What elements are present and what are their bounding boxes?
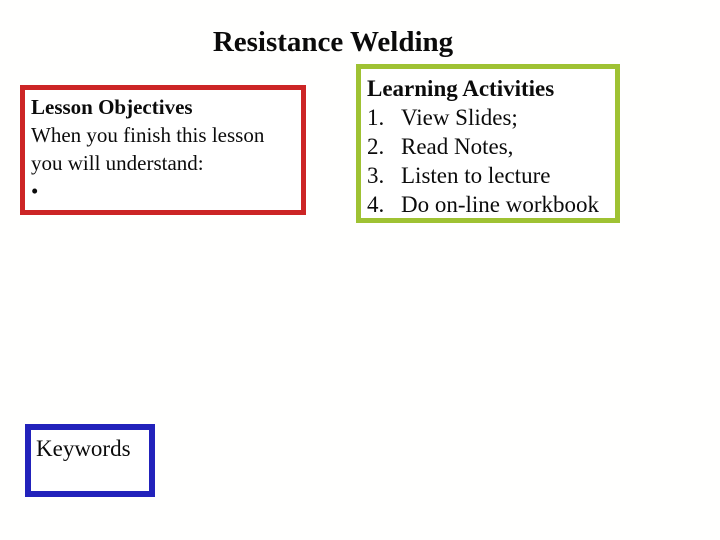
keywords-box: Keywords: [25, 424, 155, 497]
activity-number: 3.: [367, 163, 385, 188]
lesson-objectives-line: When you finish this lesson: [31, 123, 265, 147]
activity-number: 1.: [367, 105, 385, 130]
learning-activities-heading: Learning Activities: [367, 76, 555, 101]
activity-text: View Slides;: [401, 105, 518, 130]
activity-item: 3. Listen to lecture: [367, 161, 615, 190]
lesson-objectives-heading: Lesson Objectives: [31, 95, 193, 119]
keywords-heading: Keywords: [36, 436, 131, 461]
activity-item: 4. Do on-line workbook: [367, 190, 615, 219]
activity-text: Read Notes,: [401, 134, 514, 159]
lesson-objectives-line: you will understand:: [31, 151, 204, 175]
learning-activities-box: Learning Activities 1. View Slides; 2. Rea…: [356, 64, 620, 223]
activity-text: Do on-line workbook: [401, 192, 600, 217]
activity-number: 2.: [367, 134, 385, 159]
page-title: Resistance Welding: [212, 26, 454, 58]
activity-item: 1. View Slides;: [367, 103, 615, 132]
activity-text: Listen to lecture: [401, 163, 551, 188]
activity-number: 4.: [367, 192, 385, 217]
bullet-marker: •: [31, 179, 39, 203]
lesson-objectives-box: Lesson Objectives When you finish this l…: [20, 85, 306, 215]
activity-item: 2. Read Notes,: [367, 132, 615, 161]
